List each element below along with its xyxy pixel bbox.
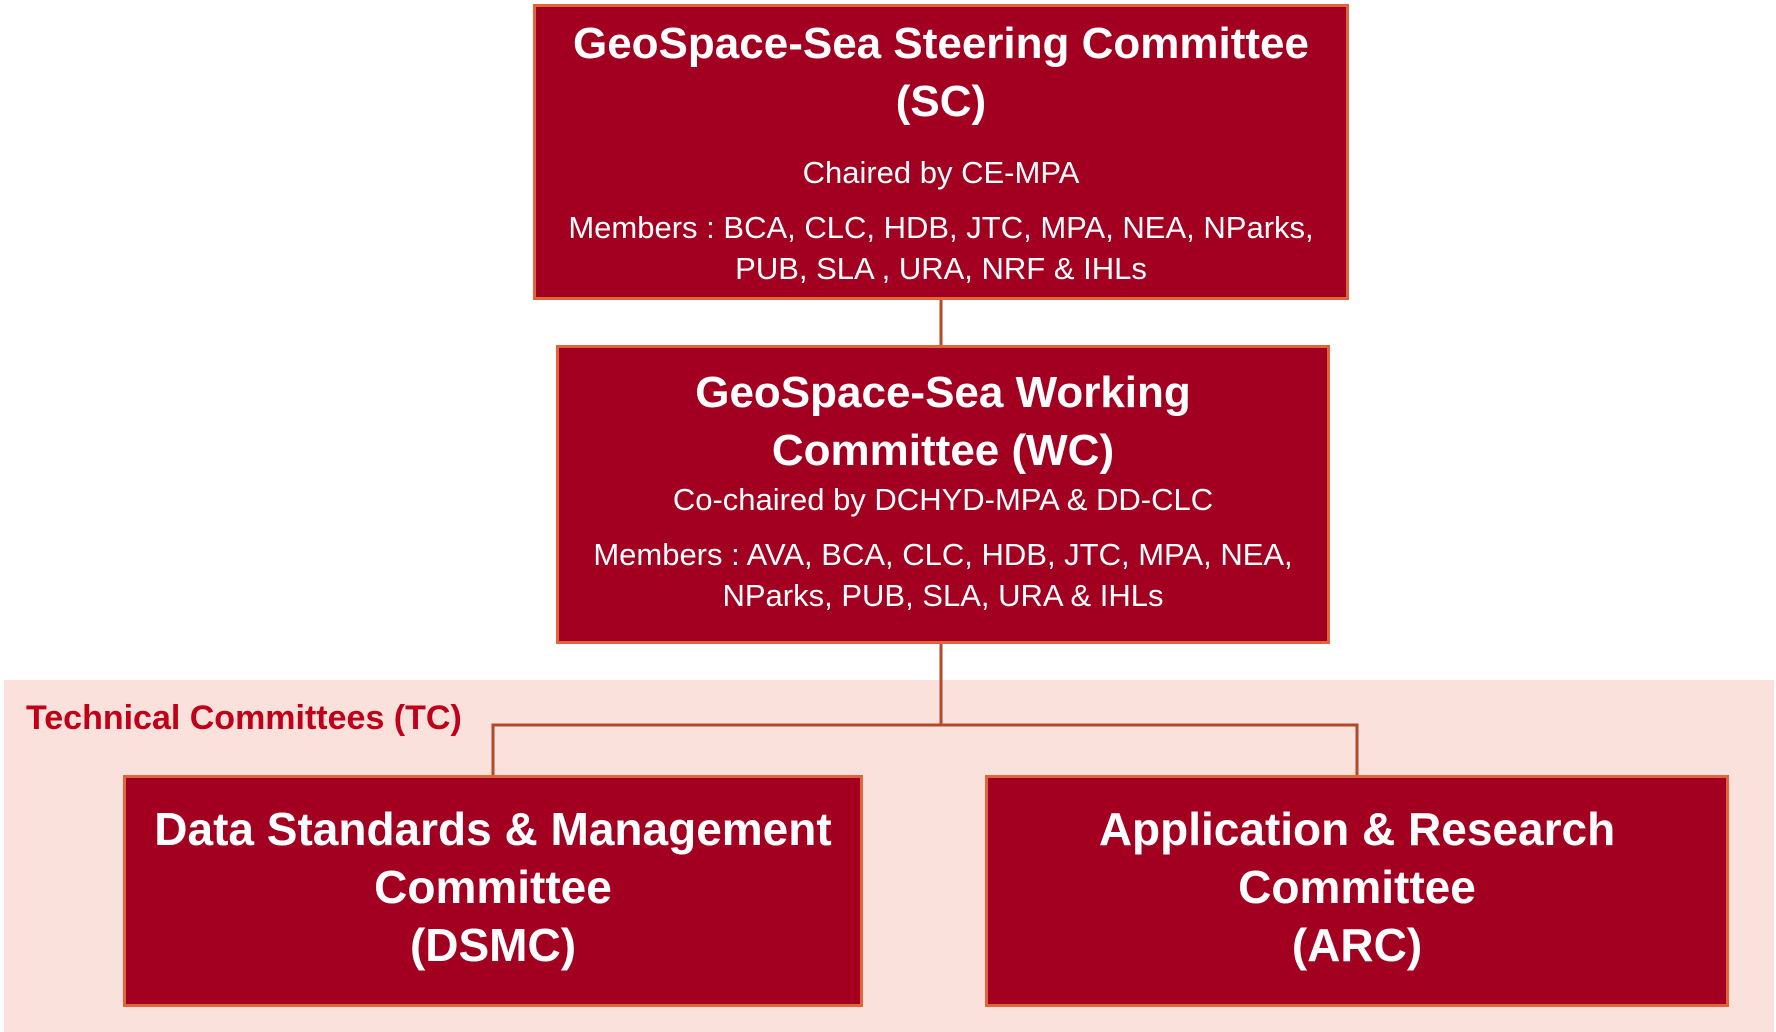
working-title-line1: GeoSpace-Sea Working: [695, 368, 1191, 417]
working-chair: Co-chaired by DCHYD-MPA & DD-CLC: [672, 482, 1214, 517]
working-members-line2: NParks, PUB, SLA, URA & IHLs: [722, 578, 1164, 613]
working-committee-box: GeoSpace-Sea Working Committee (WC) Co-c…: [556, 345, 1330, 644]
steering-chair: Chaired by CE-MPA: [802, 155, 1080, 190]
arc-title-line1: Application & Research: [1098, 803, 1616, 855]
dsmc-title-line2: Committee: [374, 861, 612, 913]
arc-box: Application & Research Committee (ARC): [985, 775, 1729, 1007]
working-members: Members : AVA, BCA, CLC, HDB, JTC, MPA, …: [559, 534, 1327, 616]
steering-title-line2: (SC): [895, 77, 987, 126]
working-members-line1: Members : AVA, BCA, CLC, HDB, JTC, MPA, …: [593, 537, 1293, 572]
dsmc-title: Data Standards & Management Committee (D…: [126, 800, 860, 974]
working-title-line2: Committee (WC): [771, 426, 1115, 475]
steering-committee-title: GeoSpace-Sea Steering Committee (SC): [536, 15, 1346, 131]
connector-tc-branch: [491, 723, 1359, 775]
dsmc-title-line1: Data Standards & Management: [154, 803, 832, 855]
steering-members-line2: PUB, SLA , URA, NRF & IHLs: [735, 251, 1147, 286]
dsmc-box: Data Standards & Management Committee (D…: [123, 775, 863, 1007]
steering-title-line1: GeoSpace-Sea Steering Committee: [572, 19, 1309, 68]
working-committee-title: GeoSpace-Sea Working Committee (WC): [559, 364, 1327, 480]
arc-title-line3: (ARC): [1291, 919, 1423, 971]
arc-title-line2: Committee: [1238, 861, 1476, 913]
steering-committee-box: GeoSpace-Sea Steering Committee (SC) Cha…: [533, 4, 1349, 300]
dsmc-title-line3: (DSMC): [409, 919, 577, 971]
steering-members: Members : BCA, CLC, HDB, JTC, MPA, NEA, …: [536, 207, 1346, 289]
arc-title: Application & Research Committee (ARC): [988, 800, 1726, 974]
steering-members-line1: Members : BCA, CLC, HDB, JTC, MPA, NEA, …: [568, 210, 1314, 245]
technical-committees-label: Technical Committees (TC): [26, 699, 462, 737]
